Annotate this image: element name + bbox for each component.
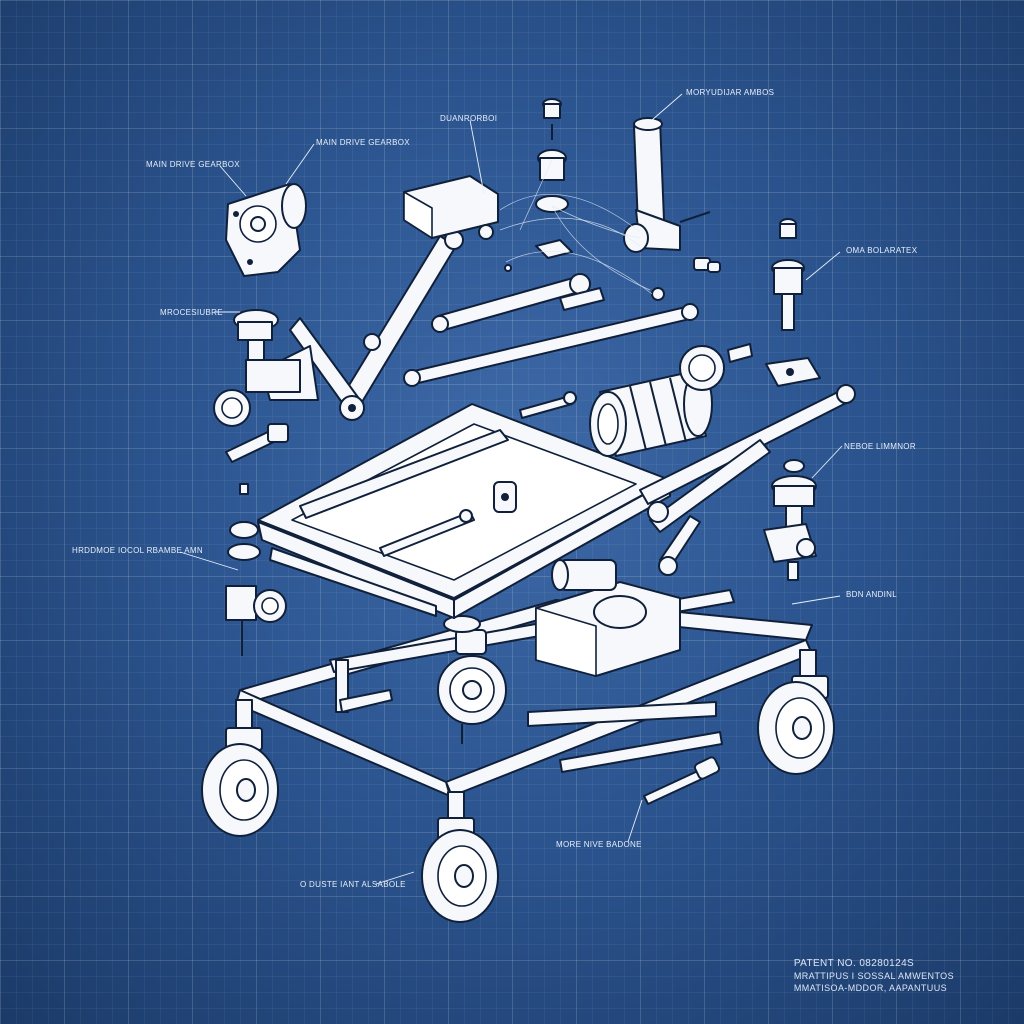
caster-wheel-front [421,817,499,923]
middle-frame [257,403,671,619]
patent-number: PATENT NO. 08280124S [793,958,915,969]
patent-line-1: MRATTIPUS I SOSSAL AMWENTOS [793,971,954,981]
label-main-drive-gearbox-2: MAIN DRIVE GEARBOX [316,138,410,147]
label-main-drive-gearbox: MAIN DRIVE GEARBOX [146,160,240,169]
upper-linkage-arms [289,230,699,421]
left-caster-mount [225,521,287,656]
label-bottom-left: O DUSTE IANT ALSABOLE [300,880,406,889]
label-top-right: MORYUDIJAR AMBOS [686,88,775,97]
cart-frame [235,589,817,821]
stacked-fitting [535,98,569,213]
lower-link-bar [335,659,723,773]
left-shaft-assembly [213,309,319,427]
label-left-lower: HRDDMOE IOCOL RBAMBE AMN [72,546,203,555]
label-bottom-mid: MORE NIVE BADONE [556,840,642,849]
label-top-center: DUANRORBOI [440,114,498,123]
caster-wheel-left [201,727,279,837]
label-left-mid: MROCESIUBRE [160,308,223,317]
drive-motor-block [535,559,681,677]
top-actuator-block [403,175,499,240]
right-swing-arm [639,384,856,576]
main-drive-gearbox [225,183,307,277]
label-right-mid: NEBOE LIMMNOR [844,442,916,451]
connecting-rods [225,391,577,557]
leader-lines [179,93,843,885]
caster-wheel-right [757,675,835,775]
vertical-post [623,117,711,253]
small-hardware [239,239,821,535]
main-motor-cylinder [589,343,753,457]
patent-block: PATENT NO. 08280124S MRATTIPUS I SOSSAL … [794,958,954,994]
right-bolt-lower [763,459,817,581]
shock-absorber [643,756,721,805]
patent-line-2: MMATISOA-MDDOR, AAPANTUUS [793,983,948,993]
right-bolt-upper [771,218,805,331]
label-right-lower: BDN ANDINL [846,590,898,599]
label-right-upper: OMA BOLARATEX [846,246,918,255]
front-gear-hub [437,615,507,744]
